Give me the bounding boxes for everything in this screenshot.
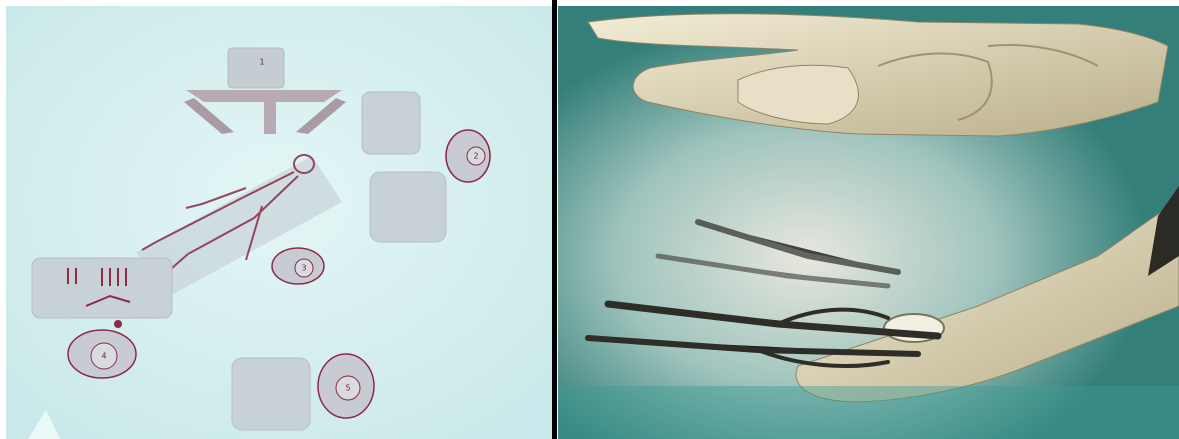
back-table	[232, 358, 310, 430]
or-layout-illustration: 1 2	[6, 6, 552, 439]
side-table-upper	[362, 92, 420, 154]
station-label-4: 4	[101, 352, 106, 361]
gloved-hands-photo	[558, 6, 1179, 439]
staff-2: 2	[446, 130, 490, 182]
gloved-hands-svg	[558, 6, 1179, 439]
staff-3: 3	[272, 248, 324, 284]
instrument-tray	[32, 258, 172, 318]
station-label-1: 1	[259, 58, 264, 67]
or-layout-svg: 1 2	[6, 6, 552, 439]
station-label-5: 5	[345, 384, 350, 393]
station-label-3: 3	[301, 264, 306, 273]
panel-divider	[552, 0, 557, 439]
station-label-2: 2	[473, 152, 478, 161]
side-table-lower	[370, 172, 446, 242]
staff-5: 5	[318, 354, 374, 418]
